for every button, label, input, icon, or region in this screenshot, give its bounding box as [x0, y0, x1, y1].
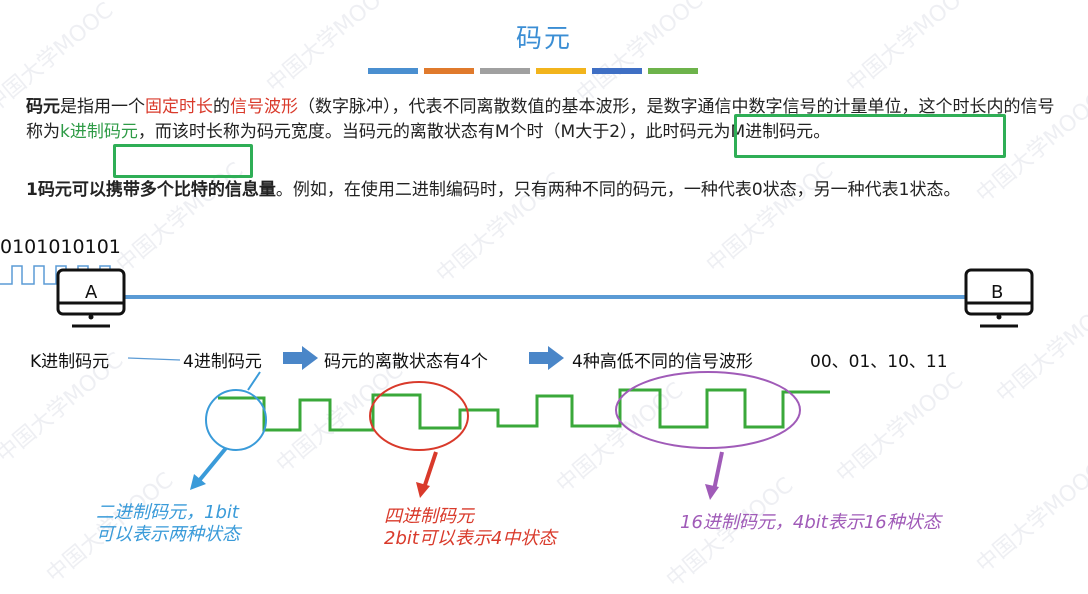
k-ary-label: K进制码元	[30, 352, 110, 372]
highlight-box-m-ary	[113, 144, 253, 178]
text: 是指用一个	[60, 97, 145, 117]
computer-b-icon	[964, 268, 1034, 328]
title-bar-segment	[592, 68, 642, 74]
diagram-canvas	[0, 265, 1034, 500]
page-title: 码元	[515, 24, 572, 54]
text: ，而该时长称为码元宽度。当码元的	[137, 122, 410, 142]
pointer-mark	[247, 371, 261, 391]
hex-symbol-ellipse	[615, 371, 801, 449]
title-bar-segment	[424, 68, 474, 74]
title-underline-bar	[368, 68, 698, 74]
bit-sequence: 0101010101	[0, 236, 121, 258]
red-arrow-head	[416, 482, 430, 498]
binary-annotation-line2: 可以表示两种状态	[96, 524, 240, 545]
flow-arrow-1	[283, 346, 318, 370]
text: （数字脉冲），代表不同离散数值的基本波形，是数字通信中数字信号的计量单位，这个时…	[26, 97, 1055, 142]
highlight-k-ary-symbol: k进制码元	[60, 122, 138, 142]
definition-paragraph: 码元是指用一个固定时长的信号波形（数字脉冲），代表不同离散数值的基本波形，是数字…	[26, 95, 1066, 145]
title-bar-segment	[536, 68, 586, 74]
quaternary-annotation-line2: 2bit可以表示4中状态	[384, 528, 557, 549]
quaternary-annotation: 四进制码元 2bit可以表示4中状态	[384, 506, 556, 550]
text: 的	[213, 97, 230, 117]
highlight-fixed-duration: 固定时长	[145, 97, 213, 117]
binary-symbol-circle	[205, 389, 267, 451]
blue-arrow-head	[190, 474, 206, 490]
connector-line	[127, 357, 181, 361]
text-discrete-states: 离散状态有M个时（M大于2）	[409, 122, 629, 142]
title-bar-segment	[480, 68, 530, 74]
text: 。	[813, 122, 831, 142]
highlight-box-states	[734, 114, 1006, 158]
host-b-label: B	[991, 282, 1004, 303]
computer-a-icon	[56, 268, 126, 328]
term-symbol: 码元	[26, 97, 60, 117]
hex-annotation: 16进制码元，4bit表示16种状态	[680, 512, 941, 533]
discrete-states-label: 码元的离散状态有4个	[324, 352, 488, 372]
flow-arrow-2	[529, 346, 564, 370]
info-paragraph: 1码元可以携带多个比特的信息量。例如，在使用二进制编码时，只有两种不同的码元，一…	[26, 178, 1066, 203]
waveform-count-label: 4种高低不同的信号波形	[572, 352, 753, 372]
text: ，此时码元为	[628, 122, 731, 142]
quaternary-symbol-ellipse	[369, 381, 469, 451]
text: 。例如，在使用二进制编码时，只有两种不同的码元，一种代表0状态，另一种代表1状态…	[275, 180, 961, 200]
title-bar-segment	[648, 68, 698, 74]
binary-annotation-line1: 二进制码元，1bit	[96, 502, 239, 523]
text-m-ary-symbol: M进制码元	[730, 122, 814, 142]
purple-arrow-head	[705, 484, 719, 500]
quaternary-annotation-line1: 四进制码元	[384, 506, 474, 527]
binary-annotation: 二进制码元，1bit 可以表示两种状态	[96, 502, 240, 546]
bold-statement: 1码元可以携带多个比特的信息量	[26, 180, 276, 200]
codes-label: 00、01、10、11	[810, 352, 948, 372]
highlight-signal-waveform: 信号波形	[230, 97, 298, 117]
host-a-label: A	[85, 282, 98, 303]
title-bar-segment	[368, 68, 418, 74]
quaternary-label: 4进制码元	[183, 352, 262, 372]
four-level-waveform	[218, 388, 830, 432]
